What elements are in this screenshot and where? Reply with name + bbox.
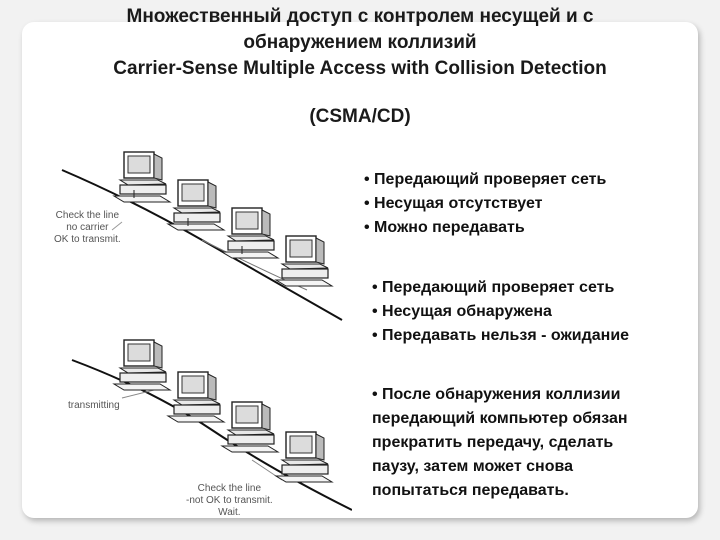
computer-icon [275,431,333,483]
title-line-3: Carrier-Sense Multiple Access with Colli… [113,58,607,79]
bottom-diagram-label-left: transmitting [68,400,120,411]
text-block-carrier-detected: • Передающий проверяет сеть • Несущая об… [372,276,629,348]
title-line-2: обнаружением коллизий [243,32,477,53]
computer-icon [221,401,279,453]
slide-subtitle: (CSMA/CD) [309,106,411,127]
top-network [61,151,343,321]
text-line: паузу, затем может снова [372,458,573,475]
text-block-collision: • После обнаружения коллизии передающий … [372,383,628,503]
bullet-line: • Несущая отсутствует [364,195,543,212]
slide-card [22,22,698,518]
bullet-line: • Передавать нельзя - ожидание [372,327,630,344]
bullet-line: • Передающий проверяет сеть [372,279,615,296]
text-line: передающий компьютер обязан [372,410,628,427]
bullet-line: • Передающий проверяет сеть [364,171,607,188]
computer-icon [275,235,333,287]
computer-icon [167,179,225,231]
text-line: прекратить передачу, сделать [372,434,614,451]
slide-title: Множественный доступ с контролем несущей… [0,4,720,82]
bottom-network [71,339,352,511]
bottom-diagram-label-right: Check the line -not OK to transmit. Wait… [186,483,273,518]
computer-icon [113,339,171,391]
bullet-line: • Несущая обнаружена [372,303,552,320]
title-line-1: Множественный доступ с контролем несущей… [126,6,594,27]
bullet-line: • После обнаружения коллизии [372,386,621,403]
text-block-no-carrier: • Передающий проверяет сеть • Несущая от… [364,168,606,240]
text-line: попытаться передавать. [372,482,569,499]
csma-diagram [61,151,352,511]
computer-icon [167,371,225,423]
computer-icon [221,207,279,259]
bullet-line: • Можно передавать [364,219,525,236]
computer-icon [113,151,171,203]
top-diagram-label: Check the line no carrier OK to transmit… [54,210,121,245]
